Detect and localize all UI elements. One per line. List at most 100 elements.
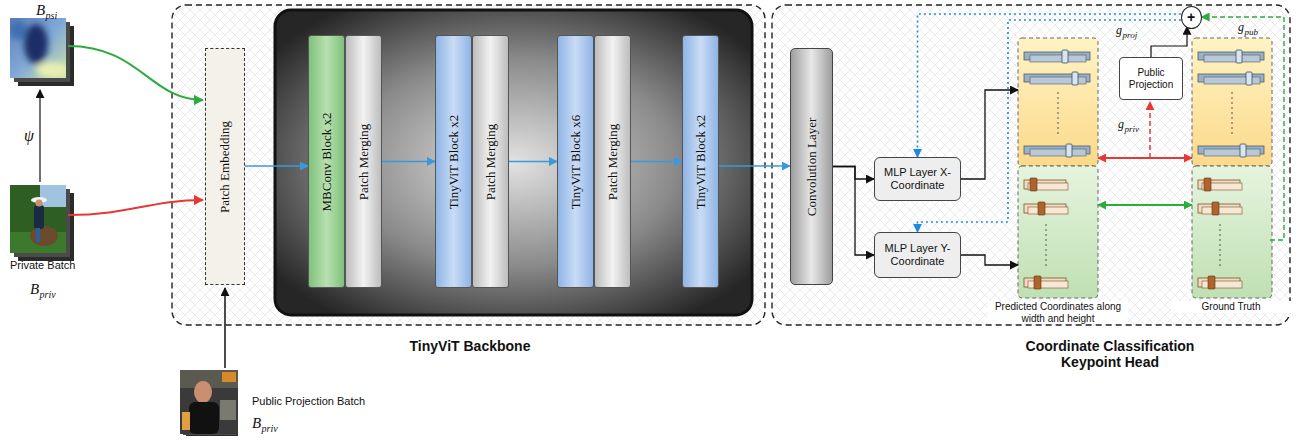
annotation: B (252, 416, 261, 431)
merge-box: Patch Merging (594, 35, 631, 288)
gradient-arrow (1150, 102, 1151, 158)
coordinate-bars (1028, 207, 1068, 214)
sum-node: + (1181, 6, 1202, 29)
subscript: proj (1123, 31, 1138, 40)
image-stack (10, 185, 66, 253)
image-stack (222, 372, 236, 382)
coordinate-bars (1030, 178, 1037, 191)
node-label: Patch Merging (605, 123, 619, 200)
image-stack (24, 24, 48, 64)
node-label: Public Projection (1120, 67, 1182, 91)
merge-box: Patch Merging (472, 35, 509, 288)
input-arrow (68, 46, 225, 368)
image-stack (194, 381, 212, 403)
node-label: Predicted Coordinates along width and he… (988, 301, 1128, 324)
coordinate-bars (1018, 38, 1098, 298)
annotation: Public Projection Batch (252, 396, 365, 407)
node-label: MLP Layer X-Coordinate (875, 166, 960, 192)
image-stack (34, 205, 44, 229)
annotation: g (1116, 24, 1122, 36)
connector (509, 161, 557, 163)
image-stack (182, 412, 190, 430)
block-box: MBConv Block x2 (308, 35, 345, 288)
image-stack (30, 226, 58, 246)
node-label: Patch Merging (356, 123, 370, 200)
subscript: priv (40, 290, 56, 300)
coordinate-bars (1058, 92, 1059, 136)
node-label: TinyViT Backbone (390, 338, 550, 354)
image-stack (40, 185, 66, 207)
input-arrow (224, 288, 226, 368)
block-box: TinyViT Block x2 (435, 35, 472, 288)
prediction-stack: Predicted Coordinates along width and he… (1018, 38, 1098, 298)
node-label: Convolution Layer (804, 117, 818, 216)
node-label: TinyViT Block x2 (446, 114, 460, 209)
coordinate-bars (1034, 276, 1041, 289)
node-label: Patch Embedding (218, 120, 232, 212)
node-label: + (1185, 9, 1197, 26)
subscript: priv (262, 424, 278, 434)
node-label: MLP Layer Y-Coordinate (875, 242, 960, 268)
head-region: Coordinate Classification Keypoint HeadC… (772, 5, 1290, 325)
image-stack (180, 370, 238, 436)
connector (1202, 17, 1285, 240)
coordinate-bars (1066, 144, 1072, 157)
backbone-region: TinyViT BackbonePatch EmbeddingMBConv Bl… (172, 5, 765, 325)
connector (1098, 157, 1192, 159)
coordinate-bars (1062, 50, 1068, 63)
block-box: TinyViT Block x2 (682, 35, 719, 288)
merge-box: Patch Merging (345, 35, 382, 288)
node-label: MBConv Block x2 (319, 112, 333, 211)
gradient-arrow (1149, 102, 1151, 158)
encoder-panel (275, 10, 752, 315)
coordinate-bars (1072, 72, 1078, 85)
node-label: TinyViT Block x6 (568, 114, 582, 209)
block-box: TinyViT Block x6 (557, 35, 594, 288)
node-label: TinyViT Block x2 (693, 114, 707, 209)
connector (1151, 27, 1187, 57)
projection-box: Public Projection (1119, 57, 1183, 100)
image-stack (10, 20, 27, 40)
connector (833, 167, 874, 256)
image-stack (10, 185, 74, 261)
subscript: psi (46, 11, 58, 21)
connector (1098, 204, 1192, 206)
mlp-box: MLP Layer Y-Coordinate (874, 232, 961, 278)
connector (245, 165, 308, 167)
image-stack (180, 370, 238, 434)
coordinate-bars (1030, 55, 1086, 62)
connector (719, 165, 790, 167)
region-outline (172, 5, 765, 325)
annotation: ψ (24, 128, 34, 144)
conv-box: Convolution Layer (790, 48, 833, 285)
region-outline (172, 5, 1290, 325)
image-stack (10, 185, 66, 253)
coordinate-bars (1030, 149, 1086, 156)
image-stack (36, 200, 43, 207)
annotation: Private Batch (10, 260, 75, 271)
input-arrow (68, 200, 203, 215)
image-stack (220, 400, 236, 420)
subscript: pub (1245, 28, 1259, 37)
coordinate-bars (1192, 38, 1272, 298)
input-arrow (68, 46, 203, 100)
node-label: Patch Merging (483, 123, 497, 200)
region-outline (772, 5, 1290, 325)
node-label: Coordinate Classification Keypoint Head (1000, 338, 1220, 370)
embedding-box: Patch Embedding (205, 48, 245, 285)
image-stack (10, 20, 66, 78)
image-stack (180, 370, 238, 434)
connector (961, 255, 1018, 265)
ground-truth-stack: Ground Truth (1192, 38, 1270, 298)
transform-arrow (40, 90, 41, 182)
annotation: B (36, 3, 45, 18)
image-stack (189, 402, 219, 434)
coordinate-bars (1038, 202, 1045, 215)
connector (833, 167, 874, 180)
node-label: Ground Truth (1171, 301, 1291, 313)
transform-arrow (39, 90, 40, 182)
image-stack (36, 62, 66, 78)
